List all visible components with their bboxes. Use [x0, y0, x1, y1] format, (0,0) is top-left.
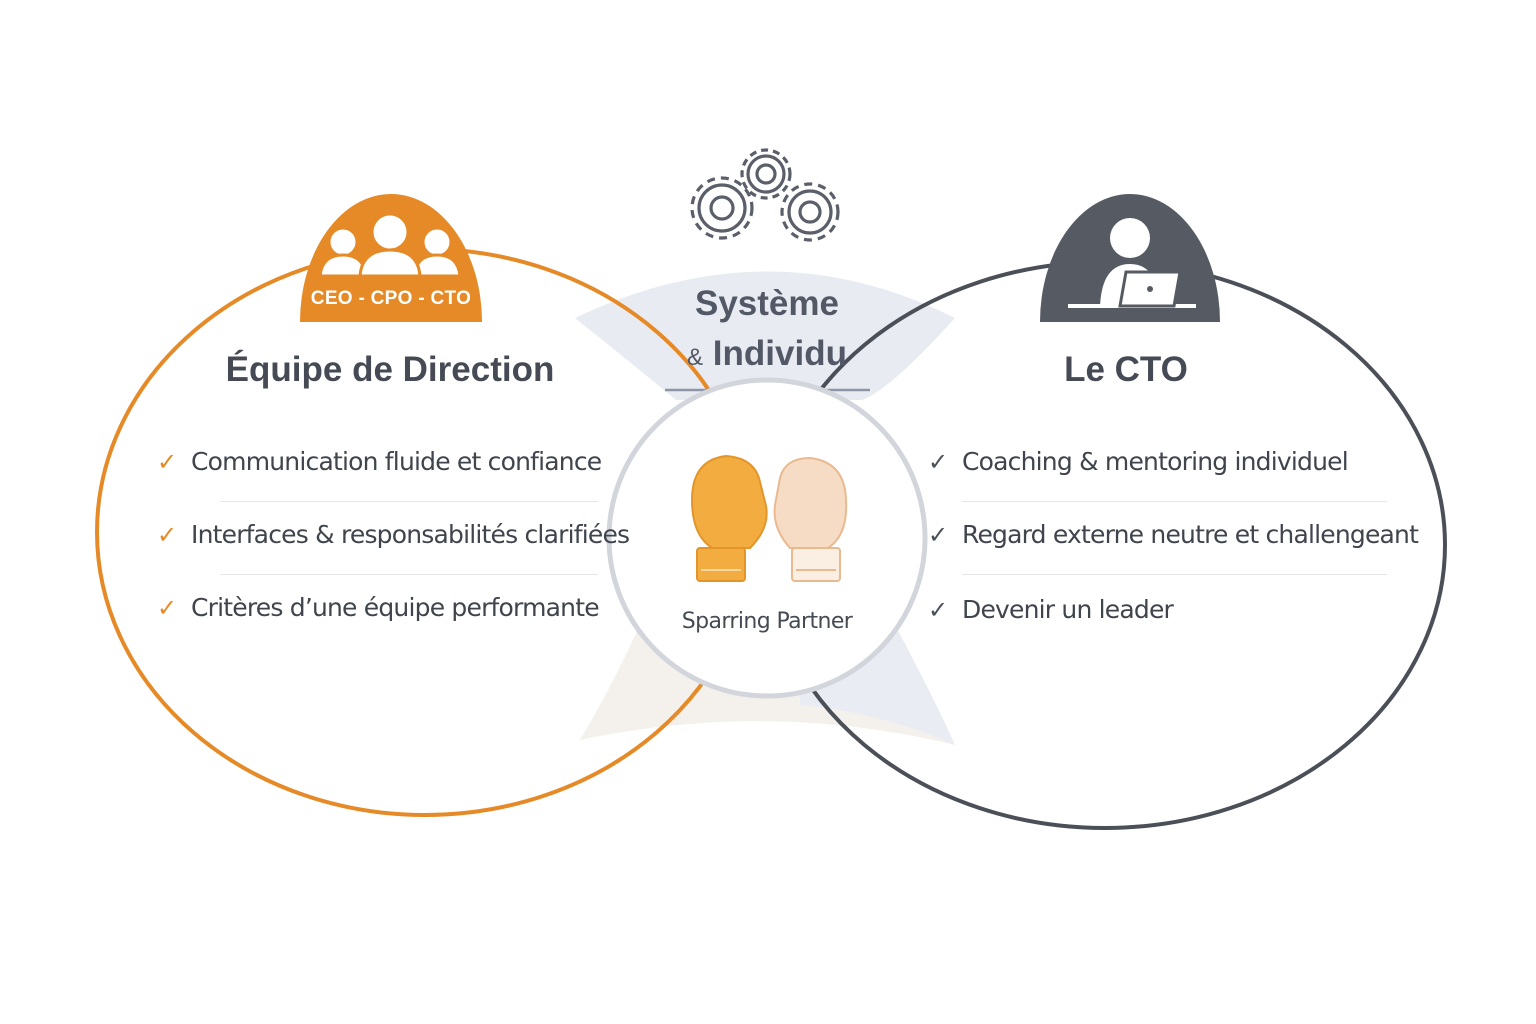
left-item-2-label: Interfaces & responsabilités clarifiées: [191, 520, 630, 549]
left-divider-2: [220, 574, 598, 575]
team-badge-label: CEO - CPO - CTO: [310, 288, 472, 309]
check-icon: ✓: [928, 447, 948, 476]
right-item-2: ✓ Regard externe neutre et challengeant: [928, 520, 1419, 549]
person-laptop-icon: [1068, 218, 1196, 308]
check-icon: ✓: [157, 520, 177, 549]
right-item-3-label: Devenir un leader: [962, 595, 1174, 624]
right-title: Le CTO: [1064, 350, 1188, 389]
left-item-1: ✓ Communication fluide et confiance: [157, 447, 602, 476]
right-item-2-label: Regard externe neutre et challengeant: [962, 520, 1419, 549]
left-item-2: ✓ Interfaces & responsabilités clarifiée…: [157, 520, 630, 549]
center-title-line1: Système: [695, 284, 839, 323]
center-title-amp: &: [687, 344, 704, 371]
left-title: Équipe de Direction: [225, 350, 555, 389]
right-divider-1: [962, 501, 1387, 502]
check-icon: ✓: [157, 593, 177, 622]
check-icon: ✓: [928, 520, 948, 549]
left-item-1-label: Communication fluide et confiance: [191, 447, 602, 476]
boxing-gloves-icon: [690, 454, 848, 582]
left-divider-1: [220, 501, 598, 502]
right-divider-2: [962, 574, 1387, 575]
center-title-line2: Individu: [712, 334, 847, 373]
sparring-label: Sparring Partner: [681, 609, 853, 634]
sparring-circle: [606, 377, 928, 699]
right-item-3: ✓ Devenir un leader: [928, 595, 1174, 624]
gears-icon: [690, 148, 840, 242]
check-icon: ✓: [157, 447, 177, 476]
left-item-3: ✓ Critères d’une équipe performante: [157, 593, 600, 622]
intersection-band-top: [575, 271, 955, 400]
team-group-icon: [318, 212, 462, 278]
left-item-3-label: Critères d’une équipe performante: [191, 593, 600, 622]
right-item-1: ✓ Coaching & mentoring individuel: [928, 447, 1349, 476]
check-icon: ✓: [928, 595, 948, 624]
center-title-line2-wrap: & Individu: [640, 334, 894, 374]
right-item-1-label: Coaching & mentoring individuel: [962, 447, 1349, 476]
